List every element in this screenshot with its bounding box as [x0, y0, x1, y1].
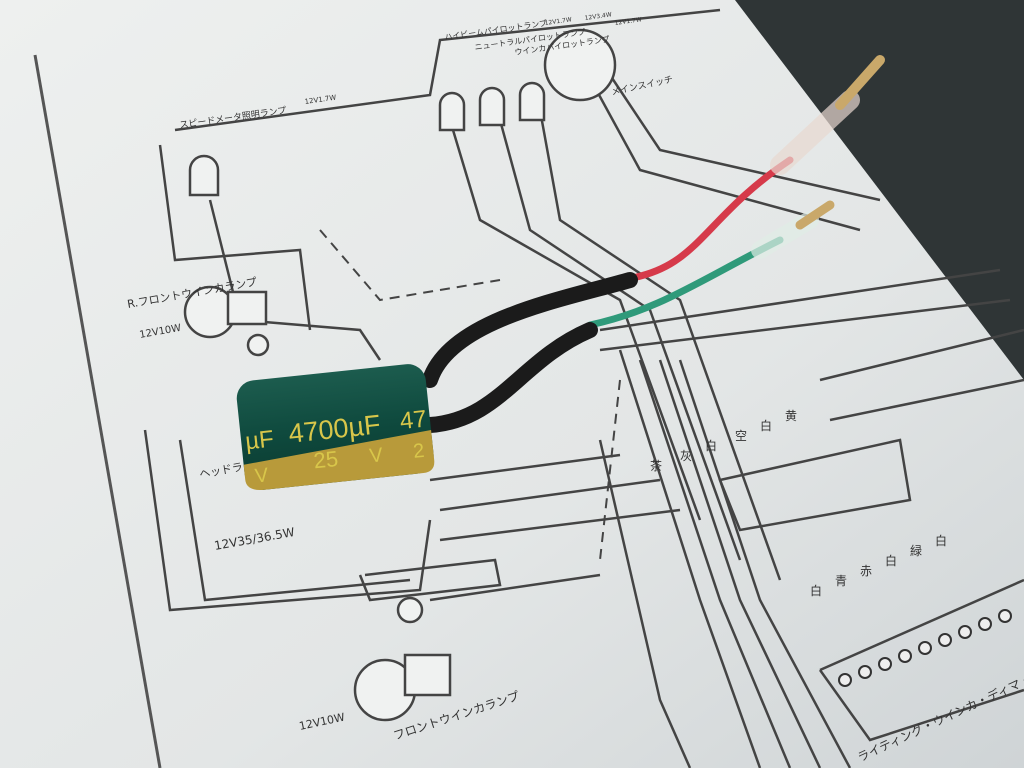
r-lamp-socket [226, 290, 268, 326]
svg-text:空: 空 [735, 429, 747, 443]
schematic-wires [143, 8, 1024, 768]
voltage-unit-left: V [254, 464, 270, 487]
voltage-unit: V [368, 444, 384, 467]
svg-text:白: 白 [705, 438, 717, 453]
speedometer-lamp-icon [188, 154, 220, 197]
svg-text:黄: 黄 [785, 409, 797, 423]
wire-color-labels: 茶 灰 白 空 白 黄 白 青 赤 白 緑 白 [650, 409, 947, 598]
paper-border-line [33, 54, 162, 768]
capacitance-right-text: 47 [399, 405, 428, 435]
svg-text:茶: 茶 [650, 458, 662, 473]
svg-text:灰: 灰 [680, 449, 692, 463]
connector-terminals [838, 609, 1012, 687]
red-wire [616, 156, 794, 284]
neutral-pilot-spec: 12V3.4W [584, 11, 612, 22]
high-beam-pilot-spec: 12V1.7W [544, 16, 572, 27]
pilot-lamp-icon [478, 86, 506, 127]
r-lamp-ground-icon [246, 333, 270, 357]
black-heatshrink-red [422, 272, 638, 388]
svg-text:青: 青 [835, 574, 847, 588]
pilot-lamp-icon [518, 81, 546, 122]
red-connector-sleeve [770, 90, 860, 175]
black-heatshrink-green [422, 322, 598, 433]
capacitance-left-text: µF [244, 426, 275, 456]
schematic-dashed [319, 229, 621, 561]
voltage-text: 25 [312, 446, 339, 473]
svg-text:白: 白 [810, 583, 822, 598]
svg-text:白: 白 [935, 533, 947, 548]
svg-text:赤: 赤 [860, 564, 872, 578]
winker-pilot-spec: 12V1.7W [614, 16, 642, 27]
main-switch-icon [543, 28, 617, 102]
voltage-right-text: 2 [412, 440, 425, 463]
pilot-lamp-icon [438, 91, 466, 132]
green-bullet-terminal [795, 200, 835, 230]
svg-text:白: 白 [760, 418, 772, 433]
electrolytic-capacitor: µF 4700µF 47 V 25 V 2 [236, 364, 435, 490]
red-bullet-terminal [835, 55, 885, 110]
svg-text:白: 白 [885, 553, 897, 568]
svg-text:緑: 緑 [910, 543, 922, 558]
capacitor-polarity-stripe [243, 429, 435, 490]
